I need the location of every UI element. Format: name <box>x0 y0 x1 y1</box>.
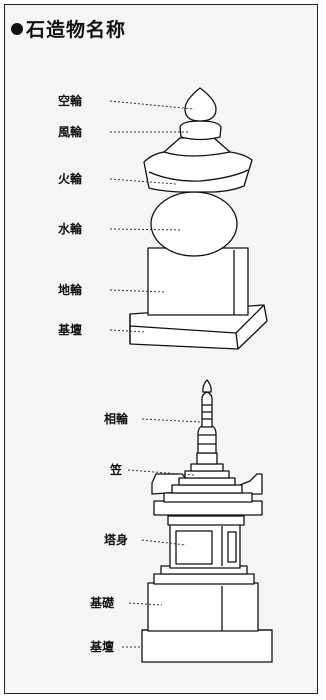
label-karin: 火輪 <box>58 172 83 186</box>
leader-lines <box>109 100 201 648</box>
houkyouintou-stupa <box>141 379 273 663</box>
label-gorinto-kidan: 基壇 <box>58 323 83 337</box>
gorinto-fuurin-shape <box>179 120 222 141</box>
label-kurin: 空輪 <box>58 94 83 108</box>
gorinto-pagoda <box>129 87 268 350</box>
label-kasa: 笠 <box>110 463 123 477</box>
gorinto-suirin-shape <box>150 191 238 257</box>
title-text: 石造物名称 <box>26 19 127 41</box>
label-kiso: 基礎 <box>90 596 115 610</box>
houkyouintou-kiso-shape <box>147 582 259 632</box>
label-houkyouintou-kidan: 基壇 <box>90 640 115 654</box>
stone-structures-svg <box>109 87 273 663</box>
diagram-title: 石造物名称 <box>11 15 126 42</box>
label-suirin: 水輪 <box>58 222 83 236</box>
houkyouintou-kidan-shape <box>141 629 273 663</box>
bullet-icon <box>11 22 23 35</box>
gorinto-kurin-shape <box>184 87 217 122</box>
gorinto-karin-shape <box>143 137 253 193</box>
label-toushin: 塔身 <box>104 533 129 547</box>
houkyouintou-kasa-shape <box>151 463 263 516</box>
label-sourin: 相輪 <box>104 412 129 426</box>
houkyouintou-sourin-shape <box>196 379 218 465</box>
gorinto-chirin-shape <box>147 247 249 316</box>
label-chirin: 地輪 <box>58 283 83 297</box>
label-fuurin: 風輪 <box>58 125 83 139</box>
